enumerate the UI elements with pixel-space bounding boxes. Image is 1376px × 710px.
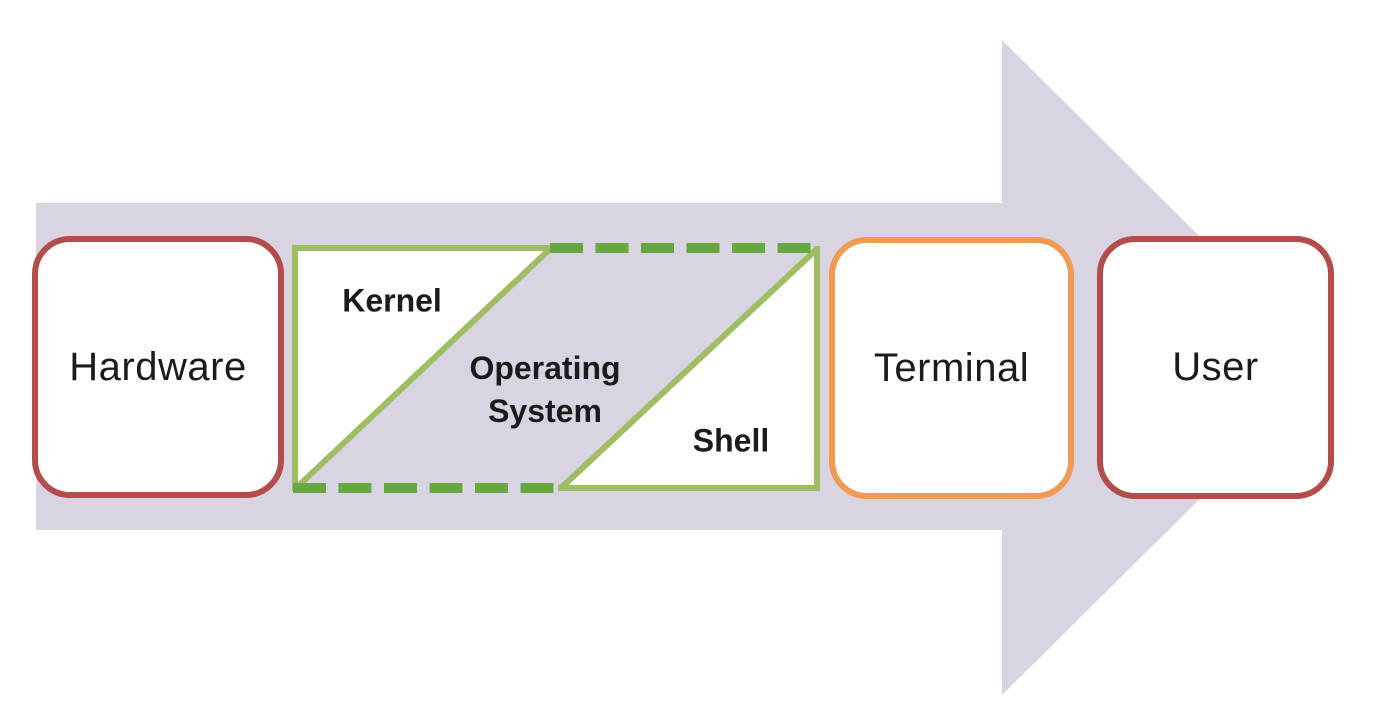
operating-system-label: Operating System	[469, 347, 620, 433]
shell-label: Shell	[692, 422, 770, 459]
user-label: User	[1172, 345, 1259, 389]
terminal-label: Terminal	[873, 345, 1030, 390]
terminal-box: Terminal	[829, 237, 1074, 499]
kernel-label: Kernel	[342, 282, 442, 319]
operating-system-label-line1: Operating	[469, 350, 621, 386]
hardware-label: Hardware	[69, 344, 247, 389]
flow-arrow-shape	[36, 40, 1332, 695]
shell-diagonal	[558, 246, 820, 491]
hardware-box: Hardware	[32, 236, 284, 498]
operating-system-label-line2: System	[488, 393, 602, 429]
user-box: User	[1097, 236, 1334, 499]
kernel-diagonal	[293, 245, 554, 491]
